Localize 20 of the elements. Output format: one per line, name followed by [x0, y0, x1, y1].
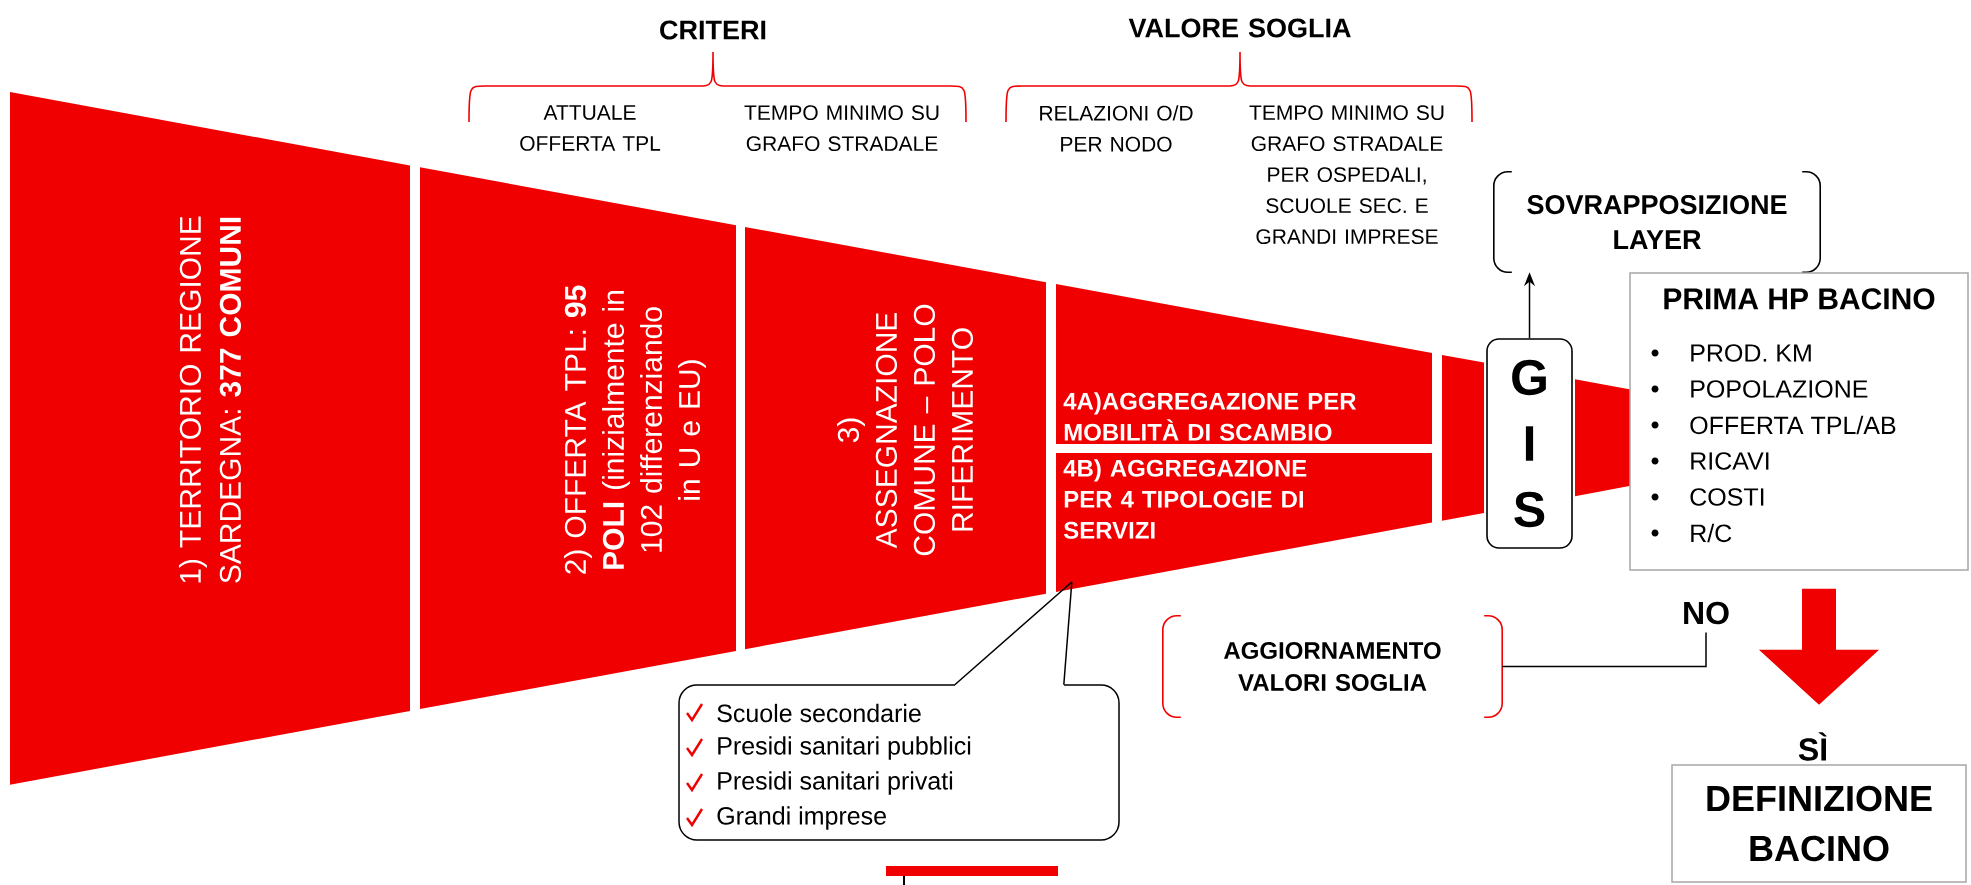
funnel-segment: 3) ASSEGNAZIONE COMUNE – POLO RIFERIMENTO: [745, 226, 1046, 650]
callout-box: Scuole secondarie Presidi sanitari pubblici Presidi sanitari privati Grandi imprese: [678, 684, 1120, 841]
criterion-label: TEMPO MINIMO SU GRAFO STRADALE: [744, 105, 939, 152]
callout-tail: [954, 581, 1073, 686]
bracketed-box: AGGIORNAMENTO VALORI SOGLIA: [1162, 615, 1503, 718]
heading: VALORE SOGLIA: [1128, 18, 1351, 38]
list-box: PRIMA HP BACINO PROD. KM POPOLAZIONE OFFERTA TPL/AB RICAVI COSTI R/C: [1629, 272, 1969, 571]
rounded-box: G I S: [1486, 338, 1573, 549]
bracketed-box: SOVRAPPOSIZIONE LAYER: [1493, 171, 1821, 273]
criterion-label: RELAZIONI O/D PER NODO: [1040, 105, 1193, 152]
result-box: SÌ DEFINIZIONE BACINO: [1671, 732, 1967, 883]
funnel-segment: [1575, 379, 1632, 497]
node-label: SÌ: [1798, 732, 1827, 761]
criterion-label: TEMPO MINIMO SU GRAFO STRADALE PER OSPEDALI, SCUOLE SEC. E GRANDI IMPRESE: [1249, 105, 1444, 245]
funnel-segment: 4A)AGGREGAZIONE PER MOBILITÀ DI SCAMBIO: [1056, 284, 1432, 444]
connector-line: [1501, 631, 1707, 668]
heading: CRITERI: [660, 20, 766, 40]
funnel-segment: [1442, 354, 1484, 521]
branch-label: NO: [1684, 601, 1729, 625]
funnel-segment: 4B) AGGREGAZIONE PER 4 TIPOLOGIE DI SERVIZI: [1056, 453, 1432, 592]
